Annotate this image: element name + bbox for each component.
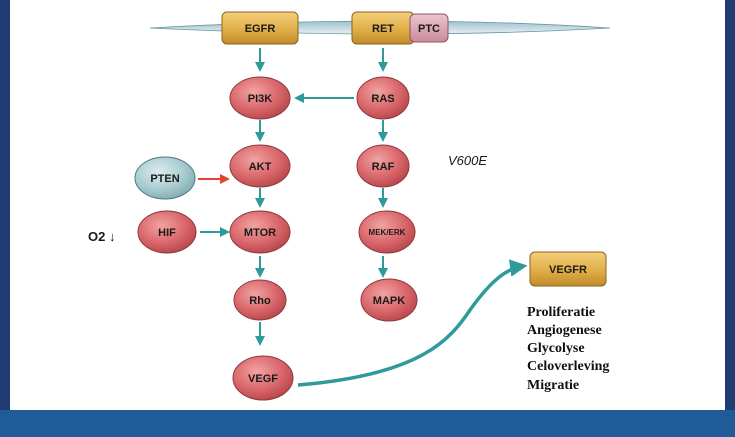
raf-label: RAF — [372, 161, 395, 173]
oxygen-low-label: O2 ↓ — [88, 229, 115, 244]
pathway-arrows — [200, 48, 528, 387]
node-pten: PTEN — [134, 156, 196, 200]
vegfr-label: VEGFR — [549, 264, 587, 276]
ptc-label: PTC — [418, 23, 440, 35]
akt-label: AKT — [249, 161, 272, 173]
outcome-item: Angiogenese — [527, 323, 602, 338]
mapk-label: MAPK — [373, 295, 405, 307]
diagram-panel — [10, 0, 725, 410]
ret-label: RET — [372, 23, 394, 35]
pten-label: PTEN — [150, 173, 179, 185]
outcome-item: Glycolyse — [527, 341, 585, 356]
mek-erk-label: MEK/ERK — [369, 228, 406, 237]
node-rho: Rho — [233, 279, 287, 321]
pi3k-label: PI3K — [248, 93, 273, 105]
node-ras: RAS — [356, 76, 410, 120]
egfr-label: EGFR — [245, 23, 276, 35]
outcome-item: Migratie — [527, 378, 579, 393]
node-pi3k: PI3K — [229, 76, 291, 120]
ptc-fusion-partner: PTC — [409, 13, 449, 43]
outcome-item: Proliferatie — [527, 305, 595, 320]
node-hif: HIF — [137, 210, 197, 254]
outcome-item: Celoverleving — [527, 359, 609, 374]
outcome-list: Proliferatie Angiogenese Glycolyse Celov… — [527, 305, 609, 393]
hif-label: HIF — [158, 227, 176, 239]
node-mapk: MAPK — [360, 278, 418, 322]
mtor-label: MTOR — [244, 227, 276, 239]
node-mek-erk: MEK/ERK — [358, 210, 416, 254]
ret-receptor: RET — [351, 11, 415, 45]
egfr-receptor: EGFR — [221, 11, 299, 45]
node-akt: AKT — [229, 144, 291, 188]
node-vegf: VEGF — [232, 355, 294, 401]
v600e-mutation-label: V600E — [448, 153, 487, 168]
node-raf: RAF — [356, 144, 410, 188]
arrow-vegf-vegfr — [297, 259, 528, 387]
vegfr-receptor: VEGFR — [529, 251, 607, 287]
bottom-bar — [0, 410, 735, 437]
node-mtor: MTOR — [229, 210, 291, 254]
vegf-label: VEGF — [248, 373, 278, 385]
rho-label: Rho — [249, 295, 271, 307]
ras-label: RAS — [371, 93, 394, 105]
